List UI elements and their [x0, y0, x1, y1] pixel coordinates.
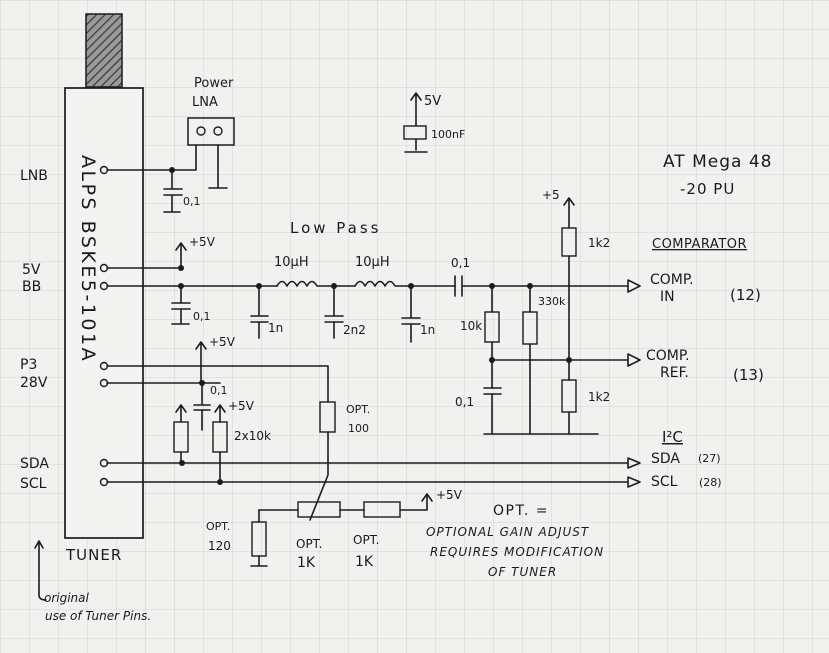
cap-c1-label: 1n [268, 321, 283, 335]
cap-100nf-label: 100nF [431, 128, 465, 141]
pin-label-scl: SCL [20, 476, 47, 492]
cap-small-label: 0,1 [210, 384, 228, 397]
i2c-sda-label: SDA [651, 451, 680, 467]
tuner-part-number: ALPS BSKE5-101A [77, 155, 99, 363]
divider-label: 2x10k [234, 429, 271, 443]
i2c-section: I²C SDA (27) SCL (28) [106, 428, 722, 490]
i2c-title: I²C [662, 428, 683, 446]
mcu-variant: -20 PU [680, 180, 735, 198]
tuner-connector [85, 13, 123, 88]
comp-ref-pin: (13) [733, 366, 764, 384]
opt-note-title: OPT. = [493, 503, 549, 519]
pin-label-p3: P3 [20, 357, 37, 373]
cap-lnb-label: 0,1 [183, 195, 201, 208]
pin-label-bb: BB [22, 279, 41, 295]
opt-pot-label: OPT. [296, 537, 322, 551]
plus5v-label-3: +5V [228, 399, 255, 413]
footnote-line-2: use of Tuner Pins. [45, 609, 151, 623]
cap-ref-label: 0,1 [455, 395, 474, 409]
plus5v-label-2: +5V [209, 335, 236, 349]
footnote-line-1: original [44, 591, 90, 605]
opt-120-value: 120 [208, 539, 231, 553]
tuner-body [64, 87, 144, 539]
comp-ref-label-2: REF. [660, 365, 689, 381]
inductor-1-label: 10µH [274, 255, 309, 270]
cap-5v-label: 0,1 [193, 310, 211, 323]
decoupling-5v-top: 5V 100nF [403, 92, 465, 153]
comparator-network: COMPARATOR COMP. IN (12) COMP. REF. (13)… [455, 188, 764, 435]
plus5-label: +5 [542, 188, 560, 202]
mcu-name: AT Mega 48 [663, 152, 772, 172]
i2c-sda-pin: (27) [698, 452, 721, 465]
lna-label: LNA [192, 95, 218, 110]
opt-pot-value: 1K [297, 555, 316, 571]
opt-note-line-2: REQUIRES MODIFICATION [430, 545, 604, 559]
pin-label-5v: 5V [22, 262, 41, 278]
plus5v-label-1: +5V [189, 235, 216, 249]
comp-in-label: COMP. [650, 272, 694, 288]
i2c-scl-pin: (28) [699, 476, 722, 489]
coupling-cap-label: 0,1 [451, 256, 470, 270]
power-label: Power [194, 76, 234, 91]
r-1k2-top-label: 1k2 [588, 236, 610, 250]
i2c-scl-label: SCL [651, 474, 678, 490]
opt-r-value: 1K [355, 554, 374, 570]
footnote: original use of Tuner Pins. [34, 540, 151, 623]
potentiometer [297, 501, 341, 518]
opt-100-value: 100 [348, 422, 369, 435]
tuner-label: TUNER [65, 546, 122, 564]
opt-r-label: OPT. [353, 533, 379, 547]
lowpass-title: Low Pass [290, 219, 382, 237]
gain-adjust-network: OPT. 100 +5V 0,1 +5V 2x10k +5V OPT. 120 … [106, 335, 604, 579]
r-330k-label: 330k [538, 295, 566, 308]
pin-label-28v: 28V [20, 375, 48, 391]
comp-ref-label: COMP. [646, 348, 690, 364]
pin-label-lnb: LNB [20, 168, 48, 184]
cap-c2-label: 2n2 [343, 323, 366, 337]
opt-note-line-3: OF TUNER [488, 565, 557, 579]
comp-in-pin: (12) [730, 286, 761, 304]
lowpass-filter: Low Pass +5V 0,1 10µH 1n 2n2 10µH 1n 0,1 [106, 219, 641, 343]
opt-120-label: OPT. [206, 520, 230, 533]
power-lna-section: Power LNA 0,1 [106, 76, 235, 213]
lna-connector [187, 117, 235, 146]
plus5v-label-4: +5V [436, 488, 463, 502]
r-1k2-bottom-label: 1k2 [588, 390, 610, 404]
comp-in-label-2: IN [660, 289, 675, 305]
comparator-title: COMPARATOR [652, 237, 747, 252]
lna-pin-2 [213, 126, 223, 136]
r-10k-label: 10k [460, 319, 482, 333]
opt-100-label: OPT. [346, 403, 370, 416]
inductor-2-label: 10µH [355, 255, 390, 270]
pin-label-sda: SDA [20, 456, 49, 472]
opt-note-line-1: OPTIONAL GAIN ADJUST [426, 525, 590, 539]
lna-pin-1 [196, 126, 206, 136]
cap-c3-label: 1n [420, 323, 435, 337]
supply-5v-label: 5V [424, 94, 441, 109]
